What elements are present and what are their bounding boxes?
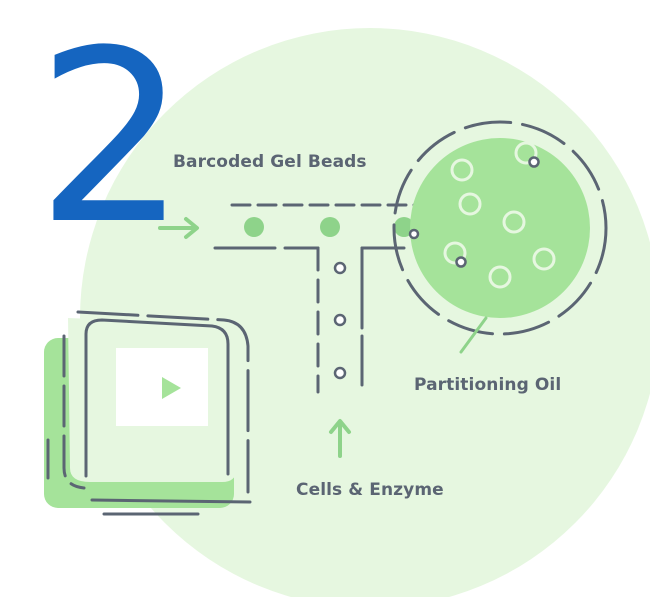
droplets — [443, 141, 556, 289]
arrow-right-icon — [158, 217, 199, 239]
cells-enzyme-label: Cells & Enzyme — [296, 480, 444, 500]
gel-bead — [244, 217, 264, 237]
barcoded-gel-beads-label: Barcoded Gel Beads — [173, 152, 367, 172]
partition-chamber — [410, 138, 590, 318]
cell — [455, 256, 467, 268]
cell — [408, 228, 420, 240]
cell — [333, 261, 347, 275]
arrow-up-icon — [329, 419, 351, 458]
partition-chamber-outline — [392, 120, 608, 336]
partitioning-oil-label: Partitioning Oil — [414, 375, 562, 395]
play-icon — [162, 377, 181, 399]
gel-bead — [320, 217, 340, 237]
cell — [333, 313, 347, 327]
oil-pointer-line — [459, 316, 488, 354]
cell — [333, 366, 347, 380]
step-number: 2 — [36, 0, 188, 277]
gel-bead — [394, 217, 414, 237]
chip-icon — [44, 310, 252, 516]
cell — [528, 156, 540, 168]
